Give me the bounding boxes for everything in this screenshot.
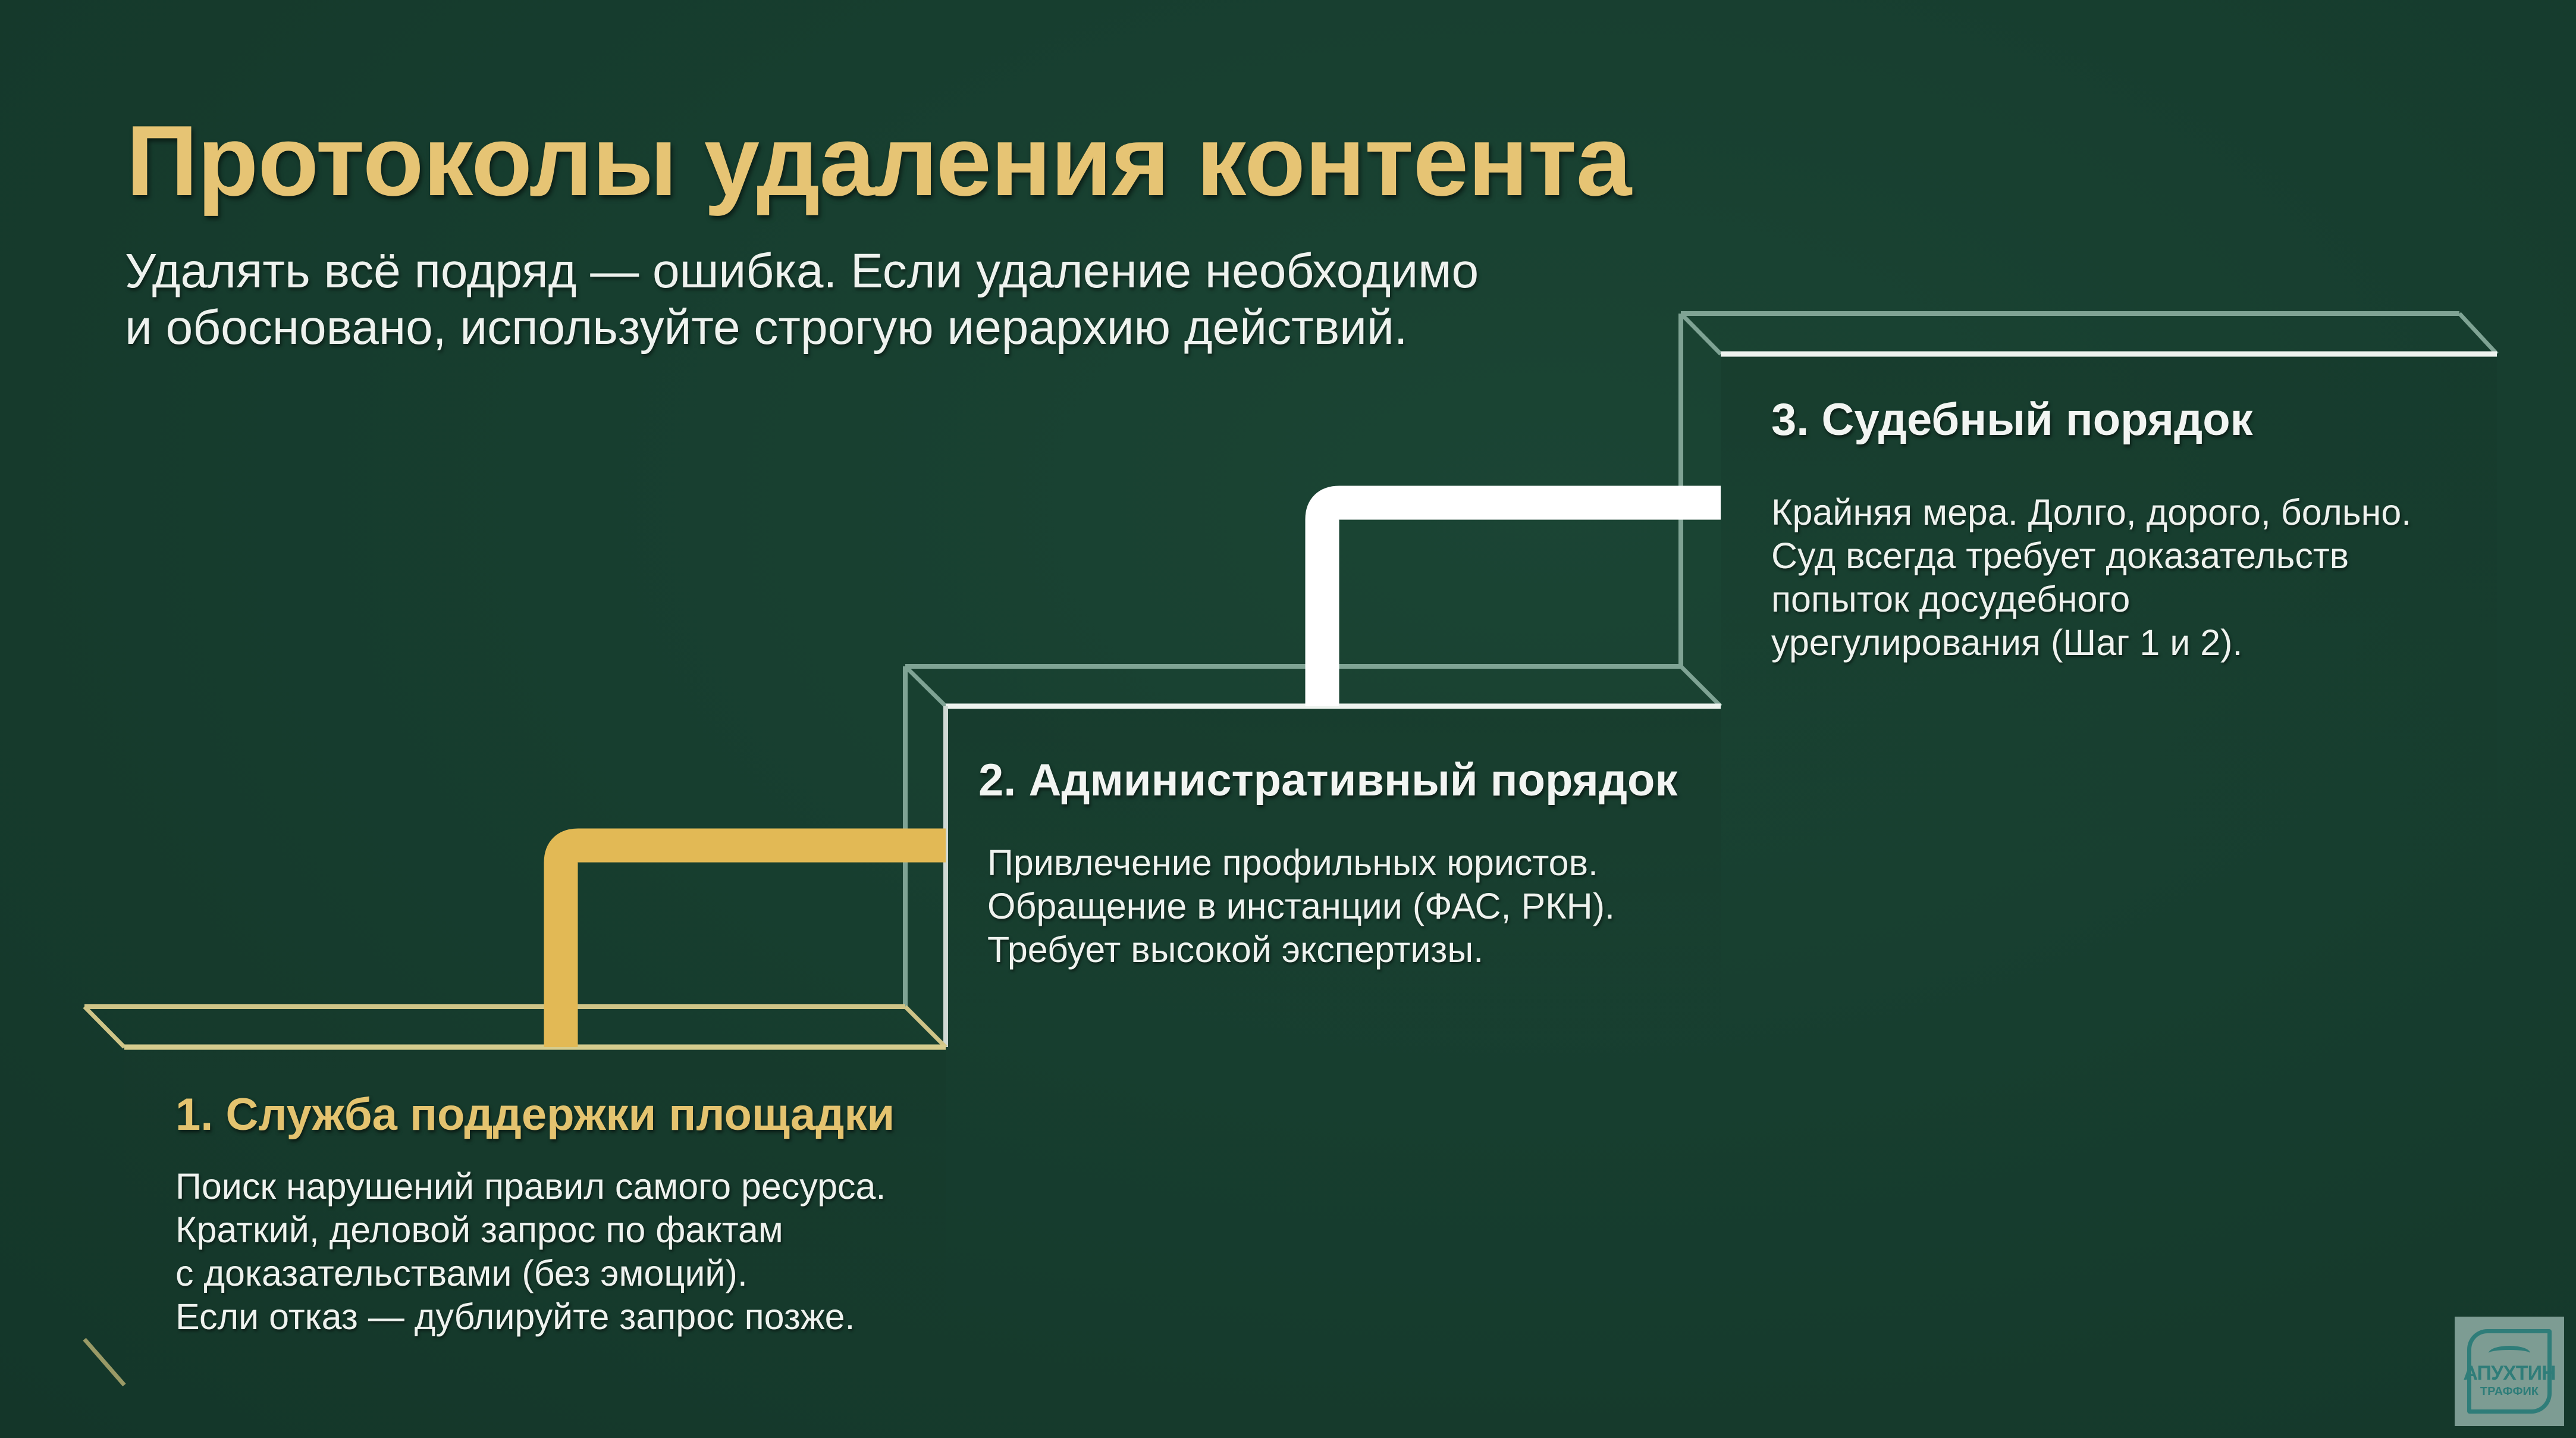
step-2-body: Привлечение профильных юристов. Обращени…: [987, 841, 1615, 972]
step-2-heading: 2. Административный порядок: [978, 755, 1678, 806]
step-2-line: Обращение в инстанции (ФАС, РКН).: [987, 886, 1615, 926]
gold-connector: [544, 828, 946, 1047]
step-1-frame: [82, 1004, 948, 1388]
logo-text-bottom: ТРАФФИК: [2480, 1384, 2539, 1398]
step-1-body: Поиск нарушений правил самого ресурса. К…: [175, 1165, 886, 1339]
step-3-line: Крайняя мера. Долго, дорого, больно.: [1771, 492, 2412, 532]
logo-arc-icon: [2489, 1345, 2530, 1361]
step-2-frame: [903, 664, 1723, 1047]
subtitle-line: Удалять всё подряд — ошибка. Если удален…: [125, 244, 1479, 298]
step-3-body: Крайняя мера. Долго, дорого, больно. Суд…: [1771, 491, 2411, 665]
step-2-line: Требует высокой экспертизы.: [987, 929, 1484, 970]
step-2-line: Привлечение профильных юристов.: [987, 842, 1598, 883]
step-1-line: Поиск нарушений правил самого ресурса.: [175, 1166, 886, 1207]
step-3-line: попыток досудебного: [1771, 579, 2131, 619]
white-connector: [1305, 485, 1721, 706]
step-3-line: Суд всегда требует доказательств: [1771, 535, 2349, 576]
subtitle-line: и обосновано, используйте строгую иерарх…: [125, 300, 1408, 355]
step-1-line: с доказательствами (без эмоций).: [175, 1253, 748, 1293]
logo-badge-icon: АПУХТИН ТРАФФИК: [2463, 1329, 2556, 1414]
step-1-line: Если отказ — дублируйте запрос позже.: [175, 1296, 855, 1337]
page-subtitle: Удалять всё подряд — ошибка. Если удален…: [125, 243, 1479, 356]
page-title: Протоколы удаления контента: [126, 105, 1631, 217]
brand-logo: АПУХТИН ТРАФФИК: [2455, 1317, 2564, 1426]
step-3-line: урегулирования (Шаг 1 и 2).: [1771, 622, 2243, 663]
step-1-heading: 1. Служба поддержки площадки: [175, 1089, 895, 1140]
logo-text-top: АПУХТИН: [2463, 1361, 2556, 1384]
step-1-line: Краткий, деловой запрос по фактам: [175, 1210, 783, 1250]
step-3-frame: [1678, 311, 2499, 863]
step-3-heading: 3. Судебный порядок: [1771, 394, 2253, 445]
